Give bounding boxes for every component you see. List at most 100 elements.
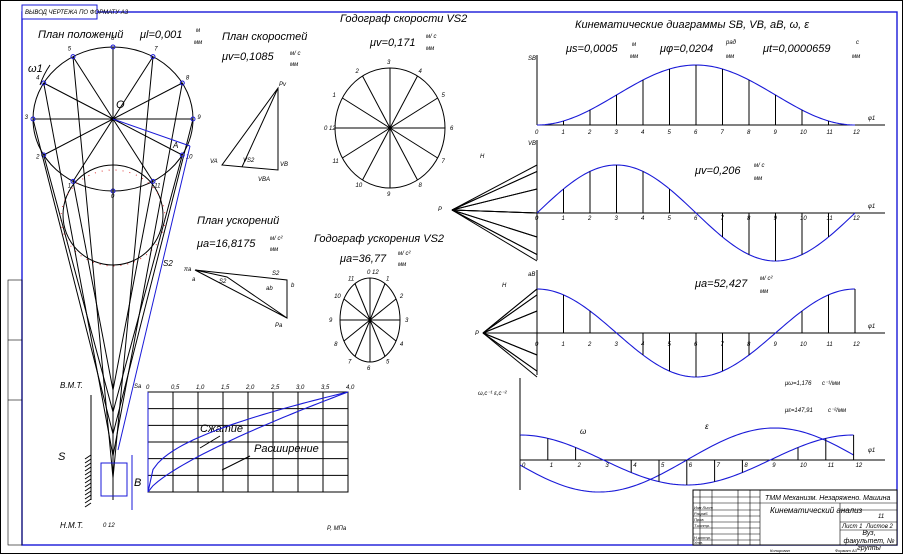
we-tick: 12 <box>856 463 863 469</box>
acceleration-plan: План ускорений μa=16,8175 м/ с² мм πa a … <box>184 215 295 329</box>
we-tick: 8 <box>744 463 748 469</box>
unit-num: рад <box>725 40 737 46</box>
compression-label: Сжатие <box>200 423 243 435</box>
sb-tick: 2 <box>587 130 592 136</box>
hodograph-label: 0 12 <box>324 126 336 132</box>
connecting-rod <box>72 181 114 391</box>
top-stamp <box>21 4 98 20</box>
hodograph-label: 3 <box>387 60 391 66</box>
slider-block <box>100 462 128 497</box>
hodograph-label: 7 <box>442 159 446 165</box>
format-label: Формат А3 <box>835 548 858 553</box>
hodograph-ray <box>343 298 371 321</box>
s2-label: S2 <box>219 279 227 285</box>
sb-tick: 7 <box>721 130 725 136</box>
accel-polygon <box>194 269 288 319</box>
unit-den: мм <box>760 289 768 295</box>
position-plan-title: План положений <box>38 29 123 41</box>
hodograph-label: 5 <box>386 360 390 366</box>
sb-tick: 5 <box>668 130 672 136</box>
sb-tick: 10 <box>800 130 807 136</box>
copied-label: Копировал <box>770 548 791 553</box>
pole-a: P <box>475 331 479 337</box>
hodograph-label: 4 <box>419 69 423 75</box>
hatch <box>84 478 92 484</box>
unit-den: мм <box>852 54 860 60</box>
expansion-arrow <box>221 455 251 471</box>
velocity-triangle <box>221 86 279 171</box>
connecting-rod <box>43 82 114 457</box>
pole-ray <box>482 288 538 334</box>
bottom-label: 0 12 <box>103 523 115 529</box>
mu-v: μv=0,206 <box>694 165 741 177</box>
vb-tick: 1 <box>562 216 565 222</box>
sb-tick: 11 <box>827 130 833 136</box>
position-label: 6 <box>111 36 115 42</box>
mu-epsilon: με=147,91 <box>784 408 813 414</box>
pole-ray <box>451 209 538 262</box>
vb-tick: 11 <box>827 216 833 222</box>
sheet-label: Лист 1 <box>841 524 862 530</box>
ab-tick: 0 <box>535 342 539 348</box>
we-tick: 0 <box>522 463 526 469</box>
crank-position <box>72 56 114 120</box>
indicator-tick: 3,0 <box>296 385 305 391</box>
hodograph-ray <box>369 319 397 342</box>
row-label: Пров. <box>694 517 705 522</box>
expansion-curve <box>147 391 349 493</box>
indicator-tick: 0 <box>146 385 150 391</box>
project-name: ТММ Механизм. Незаряжено. Машина <box>765 495 890 502</box>
hatch <box>84 490 92 496</box>
unit-num: м/ с² <box>398 251 411 257</box>
sb-tick: 8 <box>747 130 751 136</box>
omega-curve-label: ω <box>580 427 586 436</box>
unit-den: мм <box>398 262 406 268</box>
indicator-tick: 0,5 <box>171 385 180 391</box>
hodograph-ray <box>369 298 397 321</box>
sheets-label: Листов 2 <box>865 524 894 530</box>
crank-position <box>112 56 154 120</box>
we-tick: 7 <box>717 463 721 469</box>
sb-tick: 0 <box>535 130 539 136</box>
pole-v: P <box>438 207 442 213</box>
sb-tick: 3 <box>615 130 619 136</box>
connecting-rod <box>112 181 154 391</box>
hodograph-ray <box>389 97 438 129</box>
hatch <box>84 482 92 488</box>
ab-tick: 11 <box>827 342 833 348</box>
unit: с⁻¹/мм <box>822 381 840 387</box>
joint-point <box>30 116 36 122</box>
pole-ray <box>451 209 538 214</box>
center-label: O <box>116 99 125 111</box>
unit-den: мм <box>630 54 638 60</box>
compression-arrow <box>199 435 221 449</box>
mu-a: μa=52,427 <box>694 278 748 290</box>
hodograph-label: 2 <box>355 69 360 75</box>
hatch <box>84 470 92 476</box>
indicator-x-label: P, МПа <box>327 526 347 532</box>
we-tick: 2 <box>577 463 582 469</box>
pa-label: Pa <box>275 323 283 329</box>
ab-tick: 7 <box>721 342 725 348</box>
h-label-a: H <box>502 283 507 289</box>
unit-num: м/ с <box>426 34 436 40</box>
bdc-label: Н.М.Т. <box>60 521 83 530</box>
vb-tick: 3 <box>615 216 619 222</box>
tdc-label: В.М.Т. <box>60 381 83 390</box>
crank-position <box>112 82 183 120</box>
vb-tick: 4 <box>641 216 645 222</box>
velocity-plan: План скоростей μv=0,1085 м/ с мм Pv VA V… <box>210 31 307 183</box>
position-label: 3 <box>25 115 29 121</box>
hatch <box>84 462 92 468</box>
crank-current <box>112 118 191 147</box>
top-stamp-text: ВЫВОД ЧЕРТЕЖА ПО ФОРМАТУ А3 <box>25 10 129 16</box>
hodograph-label: 11 <box>348 276 354 282</box>
sb-tick: 9 <box>774 130 778 136</box>
we-tick: 4 <box>633 463 637 469</box>
unit-num: м/ с <box>754 163 764 169</box>
accel-plan-scale: μa=16,8175 <box>196 238 256 250</box>
pole-label: Pv <box>279 82 287 88</box>
unit-den: мм <box>426 46 434 52</box>
b-label: b <box>291 283 295 289</box>
joint-point <box>41 80 47 86</box>
